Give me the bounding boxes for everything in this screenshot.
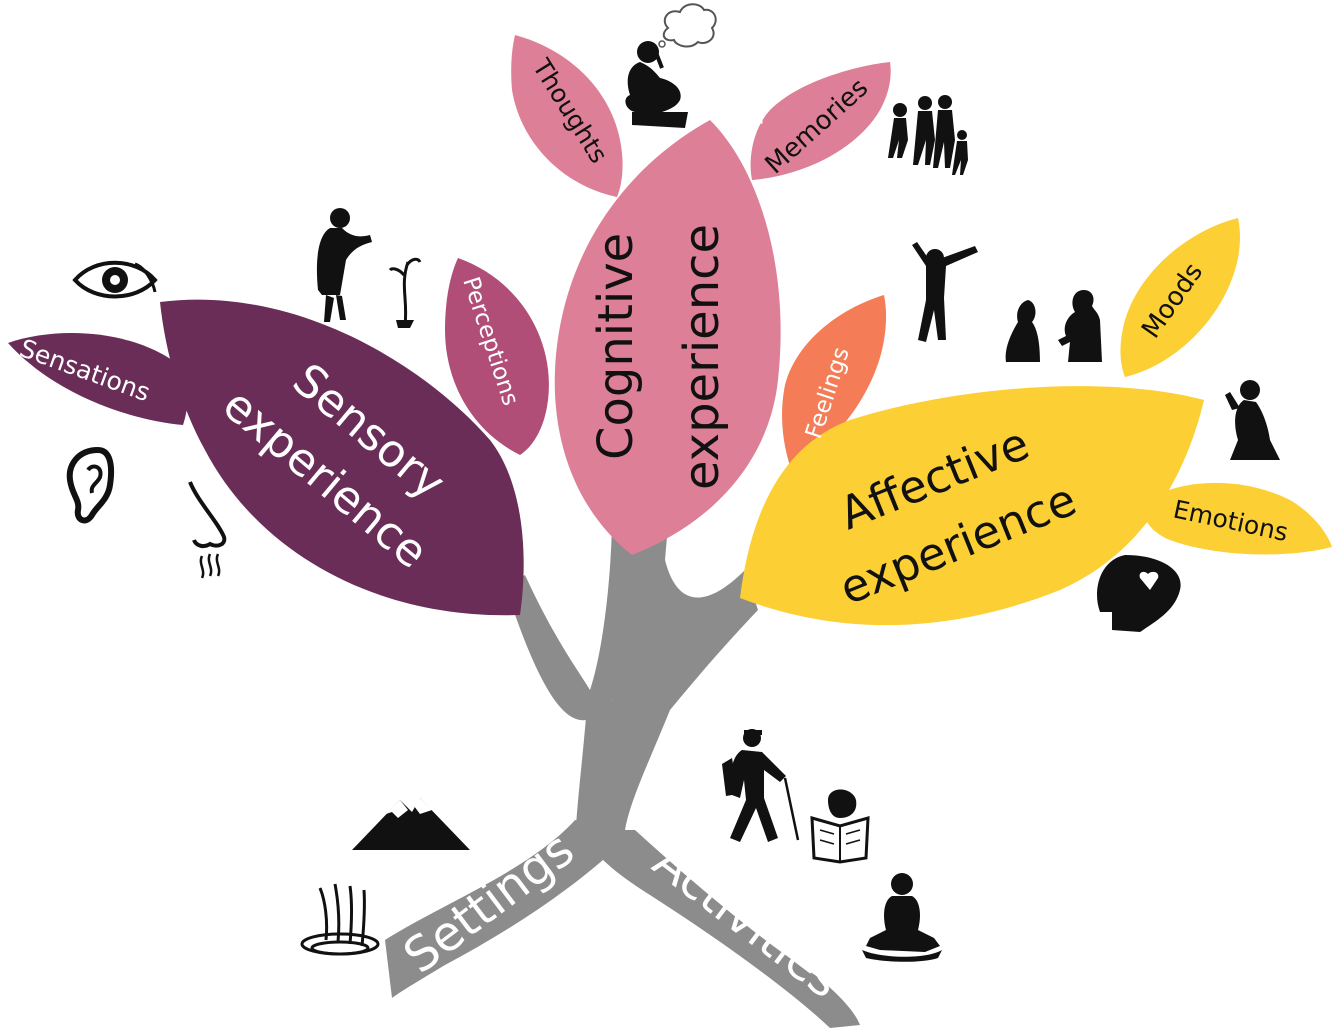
ear-icon (66, 446, 115, 524)
cognitive-label-line1: Cognitive (588, 233, 644, 460)
emotions-leaf (1140, 482, 1332, 555)
hiker-icon (722, 729, 800, 842)
affective-experience-leaf (740, 386, 1204, 626)
cognitive-label-line2: experience (674, 224, 730, 490)
praying-woman-icon (1225, 380, 1280, 460)
conversation-icon (1005, 290, 1102, 362)
perceptions-leaf (445, 258, 549, 455)
mountain-icon (352, 798, 470, 850)
eye-icon (72, 260, 158, 299)
memories-leaf (750, 62, 891, 180)
tree-trunk (385, 525, 860, 1028)
moods-leaf (1120, 218, 1240, 377)
thoughts-leaf (511, 35, 623, 197)
person-looking-at-plant-icon (316, 208, 422, 328)
jumping-person-icon (912, 242, 978, 342)
feelings-leaf (782, 295, 887, 466)
waterfall-icon (300, 883, 380, 956)
meditation-icon (862, 873, 942, 962)
nose-icon (188, 481, 227, 579)
reading-person-icon (810, 789, 870, 864)
family-icon (888, 95, 968, 175)
cognitive-experience-label: Cognitive experience (588, 224, 730, 490)
sensory-experience-leaf (160, 299, 524, 616)
sensations-leaf (8, 333, 188, 425)
thinker-icon (625, 3, 717, 128)
cognitive-experience-leaf (554, 120, 781, 555)
heart-head-icon (1097, 555, 1181, 632)
